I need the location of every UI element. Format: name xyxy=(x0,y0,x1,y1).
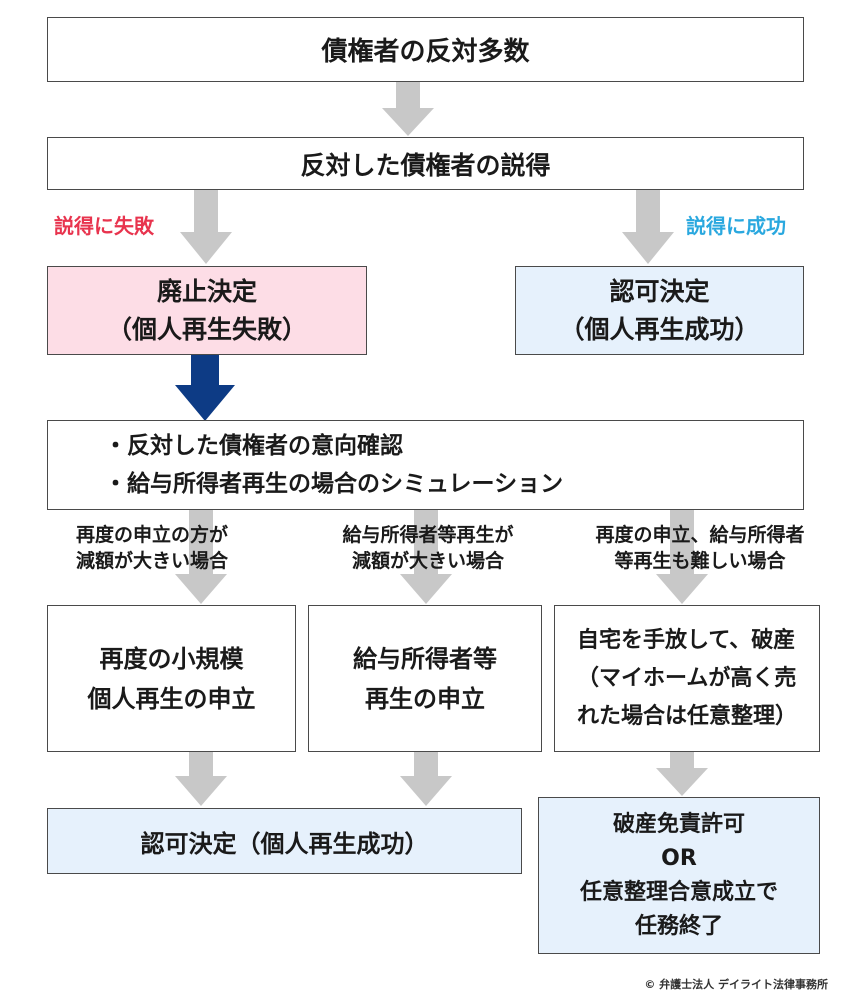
discharge-line4: 任務終了 xyxy=(634,913,723,939)
discharge-line1: 破産免責許可 xyxy=(612,811,745,837)
arrow-to-discharge xyxy=(656,752,708,796)
salary-refile-box: 給与所得者等 再生の申立 xyxy=(308,605,542,752)
arrow-to-approval-top xyxy=(622,188,674,264)
arrow-to-refile-small xyxy=(175,510,227,604)
salary-refile-line2: 再生の申立 xyxy=(365,684,485,713)
arrow-to-salary-refile xyxy=(400,510,452,604)
arrow-to-bankruptcy xyxy=(656,510,708,604)
abolition-line2: （個人再生失敗） xyxy=(106,314,307,344)
discharge-line3: 任意整理合意成立で xyxy=(579,879,778,905)
approval-top-box: 認可決定 （個人再生成功） xyxy=(515,266,804,355)
discharge-line2: OR xyxy=(661,845,697,871)
approval-top-line2: （個人再生成功） xyxy=(559,314,760,344)
bankruptcy-line1: 自宅を手放して、破産 xyxy=(576,627,796,653)
refile-small-box: 再度の小規模 個人再生の申立 xyxy=(47,605,296,752)
refile-small-line1: 再度の小規模 xyxy=(99,644,244,673)
cond-right-label: 再度の申立、給与所得者 等再生も難しい場合 xyxy=(560,522,840,574)
refile-small-line2: 個人再生の申立 xyxy=(87,684,256,713)
cond-mid-label: 給与所得者等再生が 減額が大きい場合 xyxy=(300,522,556,574)
majority-opposition-text: 債権者の反対多数 xyxy=(321,37,530,67)
cond-right-line1: 再度の申立、給与所得者 xyxy=(595,524,805,546)
arrow-to-check-navy xyxy=(175,355,235,421)
abolition-box: 廃止決定 （個人再生失敗） xyxy=(47,266,367,355)
persuasion-text: 反対した債権者の説得 xyxy=(300,150,551,180)
check-box: ・反対した債権者の意向確認 ・給与所得者再生の場合のシミュレーション xyxy=(47,420,804,510)
bankruptcy-box: 自宅を手放して、破産 （マイホームが高く売 れた場合は任意整理） xyxy=(554,605,820,752)
cond-left-line2: 減額が大きい場合 xyxy=(75,550,228,572)
cond-left-label: 再度の申立の方が 減額が大きい場合 xyxy=(32,522,272,574)
fail-label: 説得に失敗 xyxy=(54,214,154,238)
majority-opposition-box: 債権者の反対多数 xyxy=(47,17,804,82)
arrow-to-abolition xyxy=(180,188,232,264)
check-line2: ・給与所得者再生の場合のシミュレーション xyxy=(104,471,564,497)
check-line1: ・反対した債権者の意向確認 xyxy=(104,433,403,459)
cond-mid-line2: 減額が大きい場合 xyxy=(351,550,504,572)
cond-left-line1: 再度の申立の方が xyxy=(75,524,228,546)
bankruptcy-line2: （マイホームが高く売 xyxy=(576,665,797,691)
approval-bottom-text: 認可決定（個人再生成功） xyxy=(140,829,429,858)
approval-bottom-box: 認可決定（個人再生成功） xyxy=(47,808,522,874)
arrow-mid-to-approval-bottom xyxy=(400,752,452,806)
cond-right-line2: 等再生も難しい場合 xyxy=(614,550,786,572)
cond-mid-line1: 給与所得者等再生が xyxy=(342,524,514,546)
copyright-text: © 弁護士法人 デイライト法律事務所 xyxy=(644,978,828,991)
bankruptcy-line3: れた場合は任意整理） xyxy=(576,703,797,729)
arrow-to-persuasion xyxy=(382,82,434,136)
discharge-box: 破産免責許可 OR 任意整理合意成立で 任務終了 xyxy=(538,797,820,954)
arrow-left-to-approval-bottom xyxy=(175,752,227,806)
abolition-line1: 廃止決定 xyxy=(156,276,257,306)
salary-refile-line1: 給与所得者等 xyxy=(353,644,497,673)
persuasion-box: 反対した債権者の説得 xyxy=(47,137,804,190)
approval-top-line1: 認可決定 xyxy=(609,276,710,306)
success-label: 説得に成功 xyxy=(686,214,786,238)
